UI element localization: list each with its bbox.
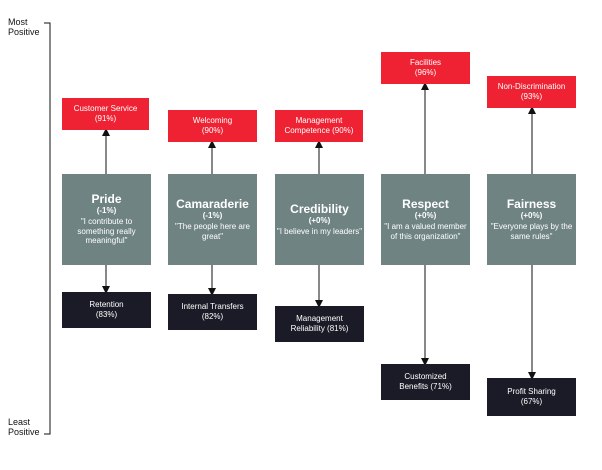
bottom-box-line1: Profit Sharing xyxy=(507,387,556,396)
axis-bottom-label: Least Positive xyxy=(8,417,40,437)
top-box-line1: Non-Discrimination xyxy=(497,82,566,91)
dimension-change: (-1%) xyxy=(96,206,117,216)
top-box-line2: (93%) xyxy=(520,92,543,101)
bottom-box-line2: (82%) xyxy=(201,312,224,321)
bottom-box-line2: Reliability (81%) xyxy=(290,324,349,333)
bottom-box-line2: Benefits (71%) xyxy=(399,382,452,391)
dimension-quote: "Everyone plays by the same rules" xyxy=(490,222,573,241)
bottom-box-management-reliability: Management Reliability (81%) xyxy=(275,306,364,342)
top-box-line1: Welcoming xyxy=(192,116,233,125)
dimension-title: Fairness xyxy=(506,197,557,211)
bottom-box-line2: (67%) xyxy=(520,397,543,406)
top-box-facilities: Facilities (96%) xyxy=(381,52,470,84)
bottom-box-line1: Internal Transfers xyxy=(181,302,244,311)
top-box-customer-service: Customer Service (91%) xyxy=(62,98,149,130)
dimension-title: Pride xyxy=(91,192,122,207)
bottom-box-line1: Retention xyxy=(89,300,124,309)
bottom-box-retention: Retention (83%) xyxy=(62,292,151,328)
top-box-non-discrimination: Non-Discrimination (93%) xyxy=(487,76,576,108)
dimension-box-camaraderie: Camaraderie (-1%) "The people here are g… xyxy=(168,174,257,265)
bottom-box-line2: (83%) xyxy=(95,310,118,319)
top-box-line2: (90%) xyxy=(201,126,224,135)
dimension-box-credibility: Credibility (+0%) "I believe in my leade… xyxy=(275,174,364,265)
bottom-box-line1: Customized xyxy=(404,372,447,381)
top-box-management-competence: Management Competence (90%) xyxy=(275,110,363,142)
top-box-line2: (96%) xyxy=(414,68,437,77)
bottom-box-profit-sharing: Profit Sharing (67%) xyxy=(487,378,576,416)
top-box-line1: Customer Service xyxy=(73,104,138,113)
dimension-change: (+0%) xyxy=(308,215,331,225)
dimension-box-fairness: Fairness (+0%) "Everyone plays by the sa… xyxy=(487,174,576,265)
top-box-welcoming: Welcoming (90%) xyxy=(168,110,257,142)
bottom-box-internal-transfers: Internal Transfers (82%) xyxy=(168,294,257,330)
axis-top-label: Most Positive xyxy=(8,17,40,37)
top-box-line1: Management xyxy=(295,116,343,125)
dimension-title: Camaraderie xyxy=(176,197,249,211)
dimension-box-pride: Pride (-1%) "I contribute to something r… xyxy=(62,174,151,265)
dimension-change: (+0%) xyxy=(414,211,437,220)
dimension-quote: "I am a valued member of this organizati… xyxy=(384,222,467,241)
bottom-box-customized-benefits: Customized Benefits (71%) xyxy=(381,364,470,400)
dimension-box-respect: Respect (+0%) "I am a valued member of t… xyxy=(381,174,470,265)
dimension-change: (-1%) xyxy=(202,211,223,220)
dimension-quote: "The people here are great" xyxy=(175,222,250,241)
dimension-title: Respect xyxy=(402,197,449,211)
top-box-line2: Competence (90%) xyxy=(284,126,354,135)
dimension-quote: "I believe in my leaders" xyxy=(276,226,363,236)
axis-bracket xyxy=(44,22,51,435)
dimension-change: (+0%) xyxy=(520,211,543,220)
dimension-title: Credibility xyxy=(290,201,349,216)
top-box-line1: Facilities xyxy=(409,58,442,67)
dimension-quote: "I contribute to something really meanin… xyxy=(77,217,136,246)
top-box-line2: (91%) xyxy=(94,114,117,123)
bottom-box-line1: Management xyxy=(296,314,343,323)
